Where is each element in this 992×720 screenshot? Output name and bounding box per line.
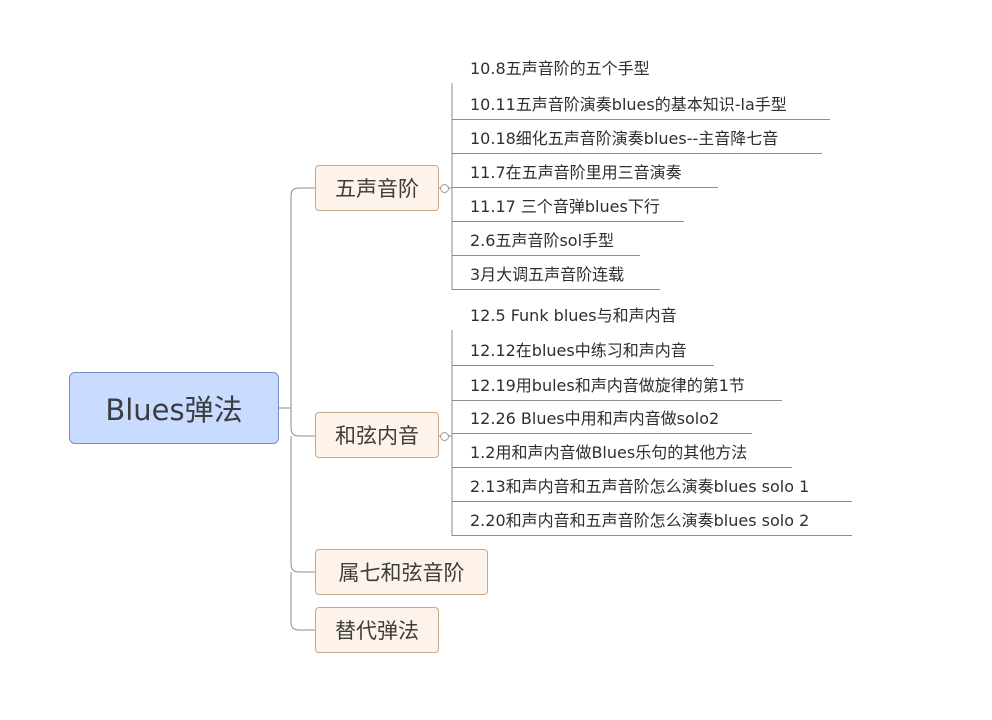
leaf-topic[interactable]: 11.7在五声音阶里用三音演奏 bbox=[452, 160, 718, 188]
leaf-topic[interactable]: 2.6五声音阶sol手型 bbox=[452, 228, 640, 256]
branch-dominant-seventh-scale[interactable]: 属七和弦音阶 bbox=[315, 549, 488, 595]
branch-substitution[interactable]: 替代弹法 bbox=[315, 607, 439, 653]
leaf-topic[interactable]: 2.20和声内音和五声音阶怎么演奏blues solo 2 bbox=[452, 508, 852, 536]
branch-pentatonic-scale[interactable]: 五声音阶 bbox=[315, 165, 439, 211]
leaf-topic[interactable]: 3月大调五声音阶连载 bbox=[452, 262, 660, 290]
leaf-topic[interactable]: 11.17 三个音弹blues下行 bbox=[452, 194, 684, 222]
leaf-topic[interactable]: 10.18细化五声音阶演奏blues--主音降七音 bbox=[452, 126, 822, 154]
leaf-topic[interactable]: 12.5 Funk blues与和声内音 bbox=[470, 306, 677, 325]
connector-branch-1 bbox=[290, 187, 315, 408]
connector-branch-3 bbox=[290, 436, 315, 573]
leaf-topic[interactable]: 10.11五声音阶演奏blues的基本知识-la手型 bbox=[452, 92, 830, 120]
collapse-toggle-icon[interactable] bbox=[440, 184, 449, 193]
leaf-topic[interactable]: 12.12在blues中练习和声内音 bbox=[452, 338, 714, 366]
branch-chord-tones[interactable]: 和弦内音 bbox=[315, 412, 439, 458]
leaf-topic[interactable]: 2.13和声内音和五声音阶怎么演奏blues solo 1 bbox=[452, 474, 852, 502]
leaf-topic[interactable]: 12.26 Blues中用和声内音做solo2 bbox=[452, 406, 752, 434]
connector-branch-2 bbox=[290, 408, 315, 437]
leaf-topic[interactable]: 1.2用和声内音做Blues乐句的其他方法 bbox=[452, 440, 792, 468]
connector-branch-4 bbox=[290, 572, 315, 631]
leaf-topic[interactable]: 10.8五声音阶的五个手型 bbox=[470, 59, 650, 78]
leaf-topic[interactable]: 12.19用bules和声内音做旋律的第1节 bbox=[452, 373, 782, 401]
collapse-toggle-icon[interactable] bbox=[440, 432, 449, 441]
root-topic[interactable]: Blues弹法 bbox=[69, 372, 279, 444]
